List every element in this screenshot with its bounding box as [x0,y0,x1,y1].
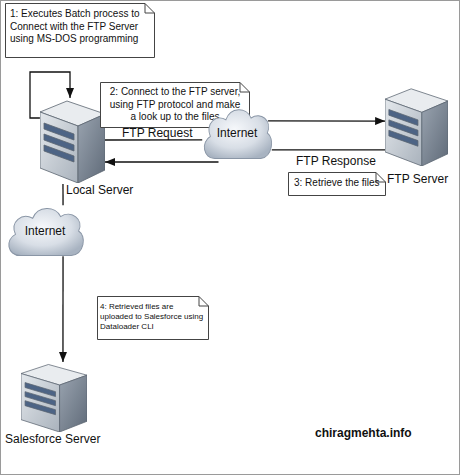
server-front-face [385,99,422,166]
server-drive-bay [389,130,418,146]
note-fold [199,297,209,307]
edge-label: FTP Response [296,154,376,168]
server-icon: Salesforce Server [3,362,108,446]
server-graphic [40,98,105,183]
note-callout: 4: Retrieved files are uploaded to Sales… [97,296,209,340]
server-side-face [422,101,448,166]
note-text: 1: Executes Batch process to Connect wit… [10,8,150,46]
note-fold [145,4,155,14]
server-graphic [385,86,448,166]
internet-cloud: Internet [200,104,274,162]
note-text: 3: Retrieve the files [294,177,380,190]
note-outline [289,173,386,196]
server-front-face [40,112,78,183]
note-text: 4: Retrieved files are uploaded to Sales… [100,302,206,332]
server-icon: FTP Server [383,86,453,190]
server-front-face [21,374,60,432]
server-graphic [21,362,87,432]
note-outline [98,297,209,340]
connector-line [62,256,63,362]
connector-line [268,120,385,122]
watermark: chiragmehta.info [315,426,412,440]
server-drive-bay [44,145,74,162]
server-side-face [60,375,87,432]
internet-cloud: Internet [4,203,86,259]
connector-line [62,184,63,205]
server-name: FTP Server [387,172,448,186]
cloud-text: Internet [217,126,258,141]
note-outline [6,4,155,58]
note-callout: 3: Retrieve the files [288,172,386,196]
server-name: Salesforce Server [5,432,100,446]
edge-label: FTP Request [122,126,192,140]
cloud-outline [204,110,271,159]
note-callout: 1: Executes Batch process to Connect wit… [5,3,155,58]
connector-line [105,161,219,162]
note-fold [240,83,250,93]
cloud-outline [9,209,84,256]
connector-line [272,149,385,150]
server-name: Local Server [66,183,133,197]
server-drive-bay [25,401,55,415]
cloud-text: Internet [25,224,66,239]
